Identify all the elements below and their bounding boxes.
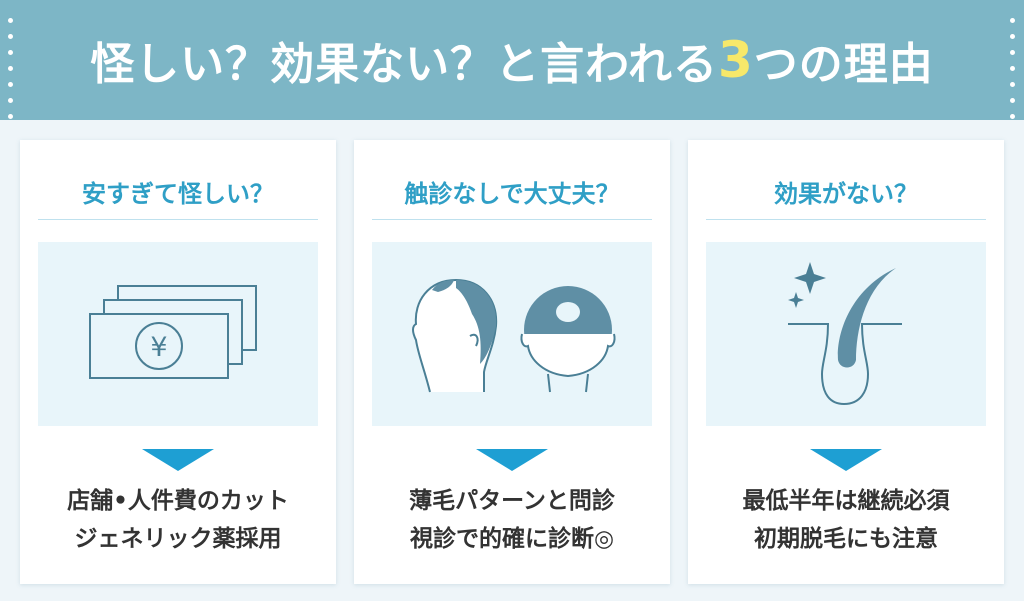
description-line: 視診で的確に診断◎	[409, 526, 615, 552]
title-text-after: つの理由	[753, 39, 934, 90]
svg-text:¥: ¥	[150, 332, 167, 363]
thinning-hair-heads-icon	[372, 242, 652, 426]
down-arrow-icon	[476, 449, 548, 471]
reason-card-diagnosis: 触診なしで大丈夫？ 薄毛パターンと問診 視診で的確に診断◎	[354, 140, 670, 584]
description-line: 最低半年は継続必須	[742, 488, 950, 514]
down-arrow-icon	[142, 449, 214, 471]
card-title: 安すぎて怪しい？	[38, 164, 318, 220]
description-line: ジェネリック薬採用	[74, 526, 282, 552]
down-arrow-icon	[810, 449, 882, 471]
card-title: 触診なしで大丈夫？	[372, 164, 652, 220]
decorative-dots-right	[1010, 18, 1016, 130]
yen-banknotes-icon: ¥	[38, 242, 318, 426]
card-description: 最低半年は継続必須 初期脱毛にも注意	[698, 482, 994, 558]
reason-card-effect: 効果がない？ 最低半年は継続必須 初期脱毛にも注意	[688, 140, 1004, 584]
reason-card-price: 安すぎて怪しい？ ¥ 店舗•人件費のカット ジェネリック薬採用	[20, 140, 336, 584]
hair-follicle-sparkle-icon	[706, 242, 986, 426]
card-description: 薄毛パターンと問診 視診で的確に診断◎	[364, 482, 660, 558]
card-title: 効果がない？	[706, 164, 986, 220]
title-number: 3	[718, 31, 754, 89]
description-line: 初期脱毛にも注意	[754, 526, 938, 552]
description-line: 店舗•人件費のカット	[67, 488, 289, 514]
decorative-dots-left	[8, 18, 14, 130]
card-description: 店舗•人件費のカット ジェネリック薬採用	[30, 482, 326, 558]
title-text-before: 怪しい？効果ない？と言われる	[90, 39, 718, 90]
description-line: 薄毛パターンと問診	[409, 488, 615, 514]
